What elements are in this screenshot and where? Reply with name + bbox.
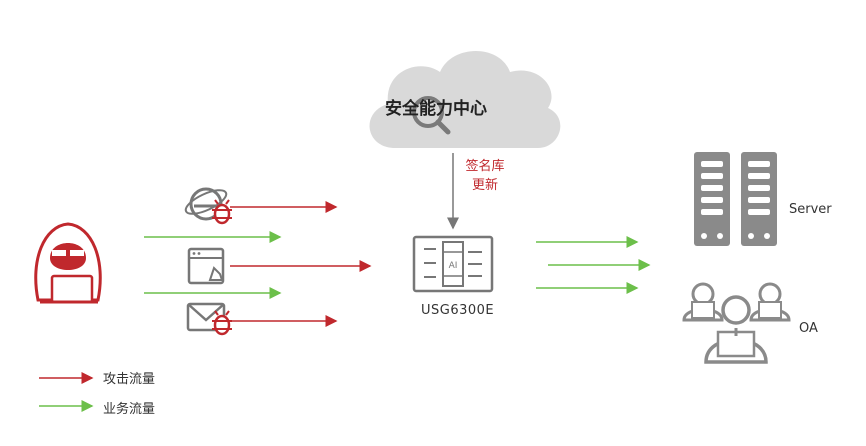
legend-business-label: 业务流量	[103, 402, 156, 417]
oa-label: OA	[799, 321, 818, 336]
cloud-label: 安全能力中心	[385, 99, 487, 119]
signature-update-line2: 更新	[471, 178, 498, 193]
device-label: USG6300E	[421, 303, 495, 318]
signature-update-label: 签名库 更新	[462, 157, 508, 195]
magnifier-icon	[412, 96, 451, 135]
legend-attack-label: 攻击流量	[103, 372, 156, 387]
firewall-icon: AI	[412, 235, 494, 293]
server-icon	[694, 152, 777, 246]
users-icon	[682, 282, 791, 364]
hacker-icon	[34, 222, 102, 304]
signature-update-line1: 签名库	[465, 159, 505, 174]
ai-chip-icon: AI	[449, 261, 458, 271]
bug-icon	[212, 199, 232, 225]
server-label: Server	[789, 202, 832, 217]
bug-icon	[212, 310, 232, 336]
webpage-icon	[187, 247, 225, 285]
